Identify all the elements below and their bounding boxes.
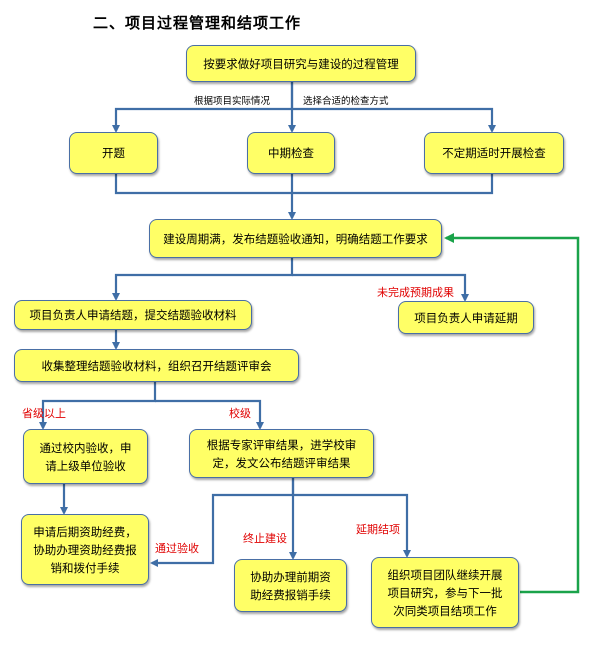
- node-early-funding: 协助办理前期资助经费报销手续: [234, 559, 347, 612]
- node-kaiti: 开题: [69, 132, 158, 174]
- node-acceptance-notice: 建设周期满，发布结题验收通知，明确结题工作要求: [149, 219, 442, 258]
- label-passed: 通过验收: [155, 542, 199, 555]
- node-pass-internal: 通过校内验收，申请上级单位验收: [23, 429, 148, 484]
- connector-notice-to-apply: [112, 258, 294, 301]
- label-provincial: 省级以上: [22, 407, 66, 420]
- label-actual-situation: 根据项目实际情况: [194, 96, 271, 107]
- label-delayed: 延期结项: [356, 523, 400, 536]
- connector-notice-to-extend: [292, 273, 469, 302]
- page-heading: 二、项目过程管理和结项工作: [93, 14, 302, 32]
- label-check-method: 选择合适的检查方式: [303, 96, 389, 107]
- connector-review-to-delay: [293, 493, 411, 558]
- node-collect-materials: 收集整理结题验收材料，组织召开结题评审会: [14, 349, 299, 382]
- node-apply-extension: 项目负责人申请延期: [398, 301, 534, 334]
- node-continue-research: 组织项目团队继续开展项目研究，参与下一批次同类项目结项工作: [371, 557, 519, 628]
- connector-loop-back: [444, 233, 580, 594]
- node-process-management: 按要求做好项目研究与建设的过程管理: [186, 45, 416, 82]
- node-later-funding: 申请后期资助经费，协助办理资助经费报销和拨付手续: [21, 514, 149, 585]
- label-not-completed: 未完成预期成果: [377, 286, 454, 299]
- connector-kaiti-down: [114, 174, 292, 195]
- node-review-result: 根据专家评审结果，进学校审定，发文公布结题评审结果: [189, 429, 374, 478]
- connector-top-to-buding: [292, 107, 496, 133]
- node-midterm-check: 中期检查: [247, 132, 335, 174]
- label-terminated: 终止建设: [243, 532, 287, 545]
- connector-collect-to-provincial: [39, 382, 157, 430]
- connector-collect-to-school: [155, 399, 264, 430]
- node-irregular-check: 不定期适时开展检查: [424, 132, 564, 174]
- connector-buding-down: [292, 174, 494, 195]
- label-school-level: 校级: [229, 407, 251, 420]
- node-apply-completion: 项目负责人申请结题，提交结题验收材料: [14, 300, 252, 330]
